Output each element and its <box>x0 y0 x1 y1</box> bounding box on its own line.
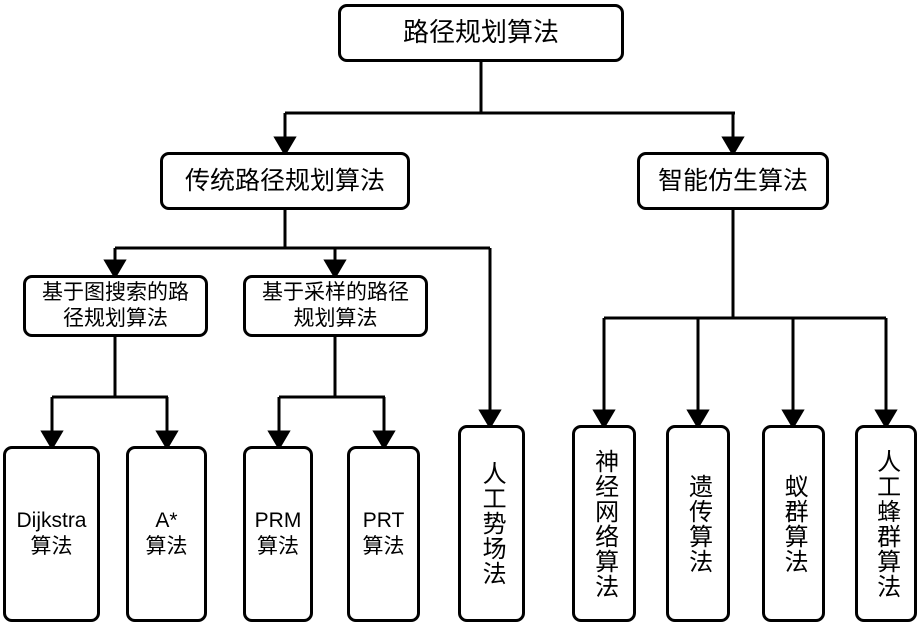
node-neural-network[interactable]: 神经网络算法 <box>572 425 636 622</box>
node-traditional-path-planning[interactable]: 传统路径规划算法 <box>160 152 410 210</box>
node-prm[interactable]: PRM 算法 <box>243 446 313 622</box>
node-sampling-based[interactable]: 基于采样的路径 规划算法 <box>243 275 428 337</box>
node-artificial-potential-field[interactable]: 人工势场法 <box>458 425 525 622</box>
node-root[interactable]: 路径规划算法 <box>338 4 624 62</box>
node-prt[interactable]: PRT 算法 <box>347 446 420 622</box>
node-graph-search-based[interactable]: 基于图搜索的路 径规划算法 <box>23 275 208 337</box>
node-intelligent-bionic[interactable]: 智能仿生算法 <box>637 152 829 210</box>
node-ant-colony[interactable]: 蚁群算法 <box>762 425 825 622</box>
node-dijkstra[interactable]: Dijkstra 算法 <box>3 446 100 622</box>
node-genetic-algorithm[interactable]: 遗传算法 <box>666 425 730 622</box>
node-a-star[interactable]: A* 算法 <box>126 446 207 622</box>
node-artificial-bee-colony[interactable]: 人工蜂群算法 <box>855 425 917 622</box>
